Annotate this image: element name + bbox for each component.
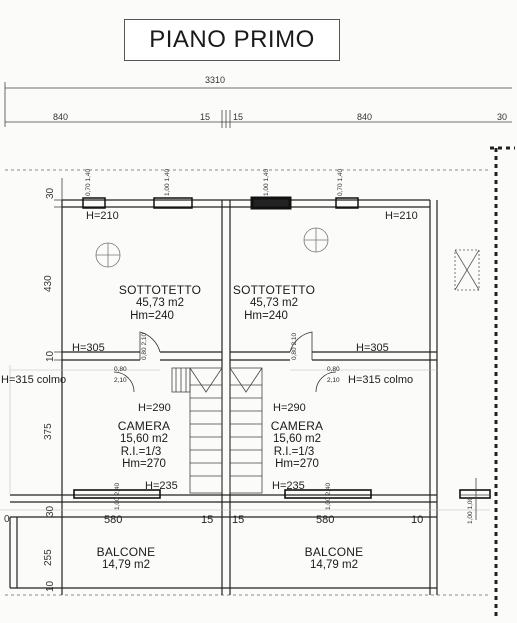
dim-v-top: 30 [45,187,56,199]
door-label-d2b: 2,10 [327,377,340,384]
dim-balcony-right: 580 [316,514,335,526]
door-label-d2: 0,80 [327,366,340,373]
window-w3 [250,196,292,210]
height-h210-left: H=210 [86,210,119,222]
room-ri: R.I.=1/3 [273,445,315,458]
dim-v-375: 375 [43,423,54,440]
room-bedroom-right: CAMERA 15,60 m2 R.I.=1/3 Hm=270 [257,419,337,471]
window-label-b3: 1,00 1,00 [467,496,474,524]
dim-wall-right-bottom: 15 [232,514,245,526]
door-label-right: 0,80 2,10 [291,332,298,360]
window-w1 [82,197,106,209]
height-h315-left: H=315 colmo [1,374,67,386]
window-balcony-left [73,489,161,499]
room-height: Hm=240 [130,309,174,322]
door-swing-left [139,331,161,360]
room-area: 14,79 m2 [102,559,150,572]
height-h290-left: H=290 [138,402,171,414]
room-name: SOTTOTETTO [232,283,316,297]
height-h305-left: H=305 [72,342,105,354]
dim-v-attic: 430 [43,275,54,292]
door-label-d1b: 2,10 [114,377,127,384]
window-w2 [153,197,193,209]
dim-wall-left-bottom: 15 [201,514,214,526]
door-label-left: 0,80 2,10 [141,332,148,360]
window-w4 [335,197,359,209]
dim-v-30: 30 [45,505,56,517]
room-height: Hm=270 [275,458,319,471]
room-area: 15,60 m2 [273,433,321,446]
room-height: Hm=240 [244,309,288,322]
room-name: CAMERA [117,419,171,433]
dim-mid-left: 15 [200,112,211,122]
window-side [459,489,491,499]
window-label-b2: 1,00 2,40 [325,482,332,510]
window-label-w1: 0,70 1,40 [85,168,92,196]
window-label-w3: 1,00 1,40 [263,168,270,196]
dim-total: 3310 [205,75,226,85]
door-label-d1: 0,80 [114,366,127,373]
dim-right: 840 [357,112,373,122]
room-name: BALCONE [96,545,156,559]
room-bedroom-left: CAMERA 15,60 m2 R.I.=1/3 Hm=270 [104,419,184,471]
room-name: BALCONE [304,545,364,559]
height-h210-right: H=210 [385,210,418,222]
height-h315-right: H=315 colmo [348,374,414,386]
room-balcony-left: BALCONE 14,79 m2 [84,545,168,572]
room-ri: R.I.=1/3 [120,445,162,458]
window-label-w4: 0,70 1,40 [337,168,344,196]
chimney-box [454,249,480,291]
room-area: 45,73 m2 [250,297,298,310]
dim-v-255: 255 [43,549,54,566]
height-h235-left: H=235 [145,480,178,492]
dim-zero: 0 [4,514,10,525]
window-balcony-right [284,489,372,499]
dim-balcony-left: 580 [104,514,123,526]
dim-left: 840 [53,112,69,122]
height-h290-right: H=290 [273,402,306,414]
room-attic-right: SOTTOTETTO 45,73 m2 Hm=240 [232,283,316,322]
room-name: SOTTOTETTO [118,283,202,297]
height-h235-right: H=235 [272,480,305,492]
dim-mid-right: 15 [233,112,244,122]
dim-v-10b: 10 [45,580,56,592]
window-label-w2: 1,00 1,40 [164,168,171,196]
staircase [171,367,263,494]
page-title: PIANO PRIMO [124,19,340,61]
room-area: 14,79 m2 [310,559,358,572]
door-swing-right [289,331,313,360]
dim-v-10: 10 [45,350,56,362]
window-label-b1: 1,00 2,40 [114,482,121,510]
room-area: 45,73 m2 [136,297,184,310]
dim-edge: 30 [497,112,508,122]
room-name: CAMERA [270,419,324,433]
room-attic-left: SOTTOTETTO 45,73 m2 Hm=240 [118,283,202,322]
height-h305-right: H=305 [356,342,389,354]
room-height: Hm=270 [122,458,166,471]
room-area: 15,60 m2 [120,433,168,446]
dim-edge-bottom: 10 [411,514,424,526]
room-balcony-right: BALCONE 14,79 m2 [292,545,376,572]
